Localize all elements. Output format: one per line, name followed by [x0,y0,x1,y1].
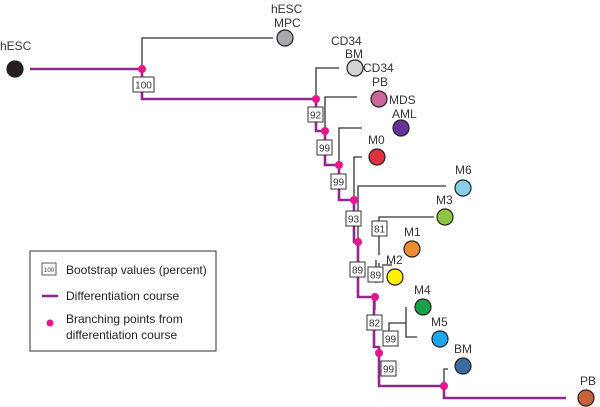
bootstrap-value: 89 [370,271,382,282]
bootstrap-value: 100 [135,81,152,92]
node-m4 [414,298,432,316]
node-m3 [436,208,454,226]
branch-hesc-mpc [141,37,273,69]
label-hesc-mpc-2: MPC [274,16,301,30]
node-hesc [6,60,24,78]
bootstrap-box [132,76,155,93]
bootstrap-value: 93 [348,215,360,226]
node-aml [392,119,410,137]
bootstrap-value: 82 [369,319,381,330]
node-m0 [368,148,386,166]
node-m5 [431,330,449,348]
label-cd34-top: CD34 [331,34,362,48]
bootstrap-value: 99 [319,144,331,155]
branch-point [321,127,329,135]
label-m6: M6 [455,163,472,177]
branch-point [371,293,379,301]
node-m2 [386,268,404,286]
bootstrap-box [330,173,347,190]
legend-bootstrap-sample: 100 [44,268,55,274]
bootstrap-values: 100 92 99 99 93 81 89 89 82 99 99 [135,81,396,376]
bootstrap-boxes [132,76,399,377]
branch-point [440,382,448,390]
label-bm-2: BM [454,342,472,356]
legend-box [29,250,217,352]
bootstrap-box [380,360,397,377]
label-m0: M0 [368,133,385,147]
legend-branch-label-2: differentiation course [66,328,178,342]
bootstrap-value: 92 [310,111,322,122]
branch-cd34-bm [315,67,339,99]
legend-branch-swatch [46,319,54,327]
bootstrap-value: 99 [383,365,395,376]
bootstrap-value: 99 [385,335,397,346]
branch-cd34-pb [324,96,357,131]
bootstrap-value: 89 [352,266,364,277]
node-pb [577,389,595,407]
bootstrap-box [307,106,324,123]
branch-m3 [378,216,434,255]
label-mds: MDS [389,93,416,107]
sample-nodes [6,29,595,407]
bootstrap-value: 81 [374,225,386,236]
branch-m4 [405,307,417,338]
node-cd34-pb [370,90,388,108]
node-bm [454,357,472,375]
node-labels: hESC hESC MPC CD34 BM CD34 PB MDS AML M0… [0,2,596,388]
node-m6 [454,179,472,197]
bootstrap-box [349,261,366,278]
branch-m0 [353,156,362,200]
branch-m5 [388,322,406,332]
legend-course-label: Differentiation course [66,289,180,303]
label-hesc-mpc-1: hESC [271,2,303,16]
bootstrap-box [382,330,399,347]
branch-aml [338,127,362,165]
legend-branch-label-1: Branching points from [66,312,183,326]
branch-bm [443,368,448,386]
label-pb-2: PB [580,374,596,388]
bootstrap-box [367,266,384,283]
branch-point [312,95,320,103]
branch-point [354,238,362,246]
bootstrap-value: 99 [333,178,345,189]
label-cd34-right: CD34 [363,61,394,75]
label-bm-1: BM [345,47,363,61]
branching-points [138,65,448,390]
node-cd34-bm [346,59,364,77]
label-m4: M4 [414,283,431,297]
label-pb-1: PB [372,75,388,89]
bootstrap-box [366,314,383,331]
label-m1: M1 [404,225,421,239]
label-m5: M5 [431,315,448,329]
branch-point [350,196,358,204]
branch-point [335,161,343,169]
legend-bootstrap-label: Bootstrap values (percent) [66,263,207,277]
legend-bootstrap-swatch [41,262,57,276]
bootstrap-box [345,210,362,227]
label-m2: M2 [386,253,403,267]
label-aml: AML [392,107,417,121]
label-hesc: hESC [0,39,32,53]
bootstrap-box [371,220,388,237]
label-m3: M3 [436,193,453,207]
branch-m6 [357,185,446,242]
node-m1 [403,240,421,258]
legend: 100 Bootstrap values (percent) Different… [29,250,217,352]
branch-point [138,65,146,73]
bootstrap-box [316,139,333,156]
node-hesc-mpc [276,29,294,47]
branch-point [375,349,383,357]
